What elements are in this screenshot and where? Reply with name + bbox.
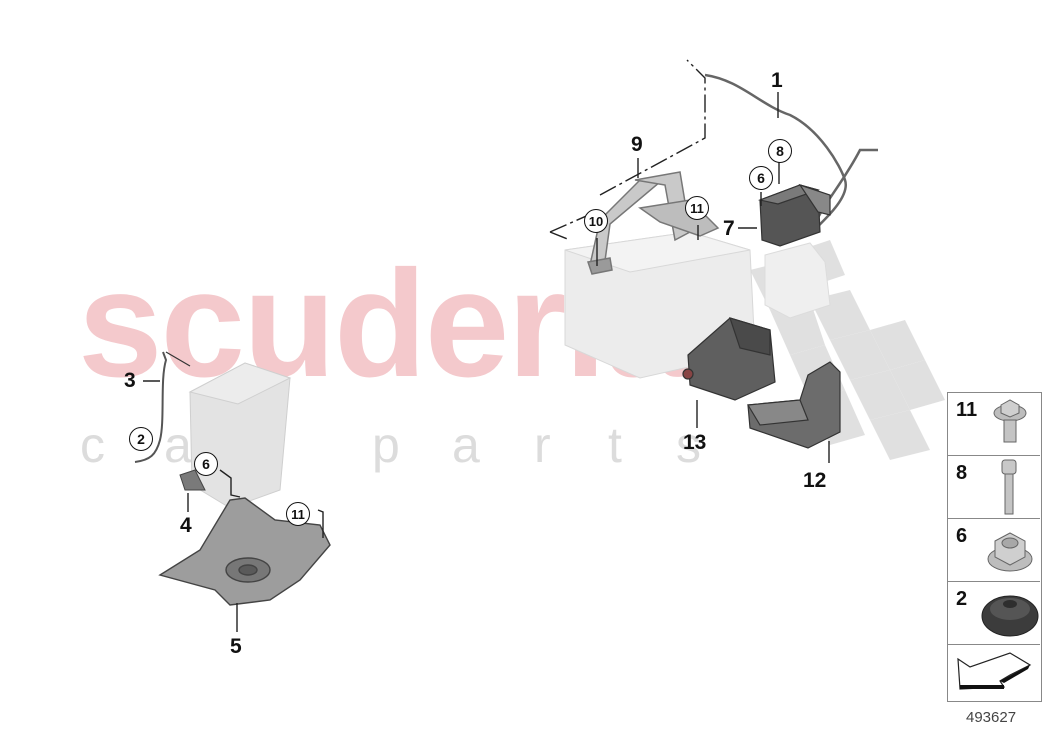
- callout-2: 2: [129, 427, 153, 451]
- terminal-cover: [746, 361, 841, 449]
- fastener-legend-panel: 11 8 6 2: [947, 392, 1042, 702]
- rubber-grommet-icon: [981, 595, 1039, 637]
- watermark-letter: t: [608, 417, 622, 473]
- callout-10: 10: [584, 209, 608, 233]
- legend-item-8: 8: [948, 456, 1040, 519]
- legend-item-6: 6: [948, 519, 1040, 582]
- orientation-arrow-cell: [948, 645, 1040, 701]
- legend-item-2: 2: [948, 582, 1040, 645]
- callout-8: 8: [768, 139, 792, 163]
- control-module: [757, 183, 831, 247]
- battery-holder: [682, 317, 776, 401]
- callout-4: 4: [180, 514, 192, 537]
- callout-1: 1: [771, 69, 783, 92]
- battery-cable: [704, 73, 848, 233]
- callout-5: 5: [230, 635, 242, 658]
- callout-6-left: 6: [194, 452, 218, 476]
- watermark-letter: r: [534, 417, 551, 473]
- watermark-letter: s: [676, 417, 701, 473]
- callout-11-left: 11: [286, 502, 310, 526]
- legend-item-11: 11: [948, 393, 1040, 456]
- watermark-letter: p: [372, 417, 400, 473]
- flanged-hex-bolt-icon: [993, 399, 1027, 443]
- callout-3: 3: [124, 369, 136, 392]
- callout-12: 12: [803, 469, 827, 492]
- ground-cable: [134, 351, 168, 463]
- clamp: [179, 469, 206, 491]
- socket-head-screw-icon: [1001, 459, 1017, 515]
- watermark-letter: a: [452, 417, 480, 473]
- callout-9: 9: [631, 133, 643, 156]
- battery-small: [188, 362, 292, 509]
- image-number: 493627: [966, 709, 1017, 726]
- callout-11-right: 11: [685, 196, 709, 220]
- callout-7: 7: [723, 217, 735, 240]
- callout-13: 13: [683, 431, 707, 454]
- battery-tray: [158, 497, 331, 606]
- flanged-hex-nut-icon: [987, 532, 1033, 572]
- watermark-letter: a: [164, 417, 192, 473]
- watermark-letter: c: [80, 417, 105, 473]
- direction-arrow-icon: [957, 652, 1032, 690]
- callout-6-right: 6: [749, 166, 773, 190]
